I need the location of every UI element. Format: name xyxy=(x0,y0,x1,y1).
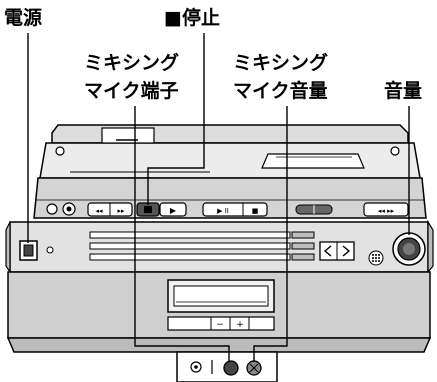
mix-terminal-label-line1: ミキシング xyxy=(84,52,180,74)
power-label: 電源 xyxy=(4,7,43,29)
play-icon: ▶ xyxy=(170,206,177,215)
eject-button[interactable] xyxy=(46,203,58,215)
mixing-mic-volume-knob[interactable] xyxy=(246,360,262,376)
right-deck-icons: ◂◂ ▸▸ xyxy=(378,207,395,215)
tuning-arrow-buttons[interactable] xyxy=(319,241,355,261)
cd-display-window xyxy=(167,279,275,313)
plus-icon: + xyxy=(236,320,244,330)
power-button[interactable] xyxy=(19,240,38,261)
main-body xyxy=(5,219,434,274)
mix-terminal-label-line2: マイク端子 xyxy=(84,80,179,102)
stop-label: ■停止 xyxy=(164,7,220,29)
volume-knob[interactable] xyxy=(392,232,426,266)
minus-icon: − xyxy=(216,320,224,330)
callout-lines xyxy=(27,33,410,362)
play-pause-icon: ▶ II xyxy=(217,207,229,215)
deck-b-buttons[interactable]: ▶ II ■ xyxy=(202,202,268,217)
record-icon: ■ xyxy=(252,207,259,215)
rewind-icon: ◂◂ xyxy=(95,207,103,215)
play-button[interactable]: ▶ xyxy=(159,202,187,217)
mic-level-buttons[interactable]: − + xyxy=(167,316,275,331)
stop-button[interactable] xyxy=(136,202,160,217)
aux-button[interactable] xyxy=(62,202,76,216)
center-toggle-button[interactable] xyxy=(295,204,333,215)
deck-a-rewind-ff-buttons[interactable]: ◂◂ ▸▸ xyxy=(87,202,133,217)
volume-label: 音量 xyxy=(384,80,423,102)
mix-volume-label-line2: マイク音量 xyxy=(233,80,328,102)
right-deck-buttons[interactable]: ◂◂ ▸▸ xyxy=(363,202,409,217)
fast-forward-icon: ▸▸ xyxy=(117,207,125,215)
mix-volume-label-line1: ミキシング xyxy=(233,52,329,74)
mixing-mic-jack[interactable] xyxy=(223,360,239,376)
top-lid xyxy=(39,124,421,179)
